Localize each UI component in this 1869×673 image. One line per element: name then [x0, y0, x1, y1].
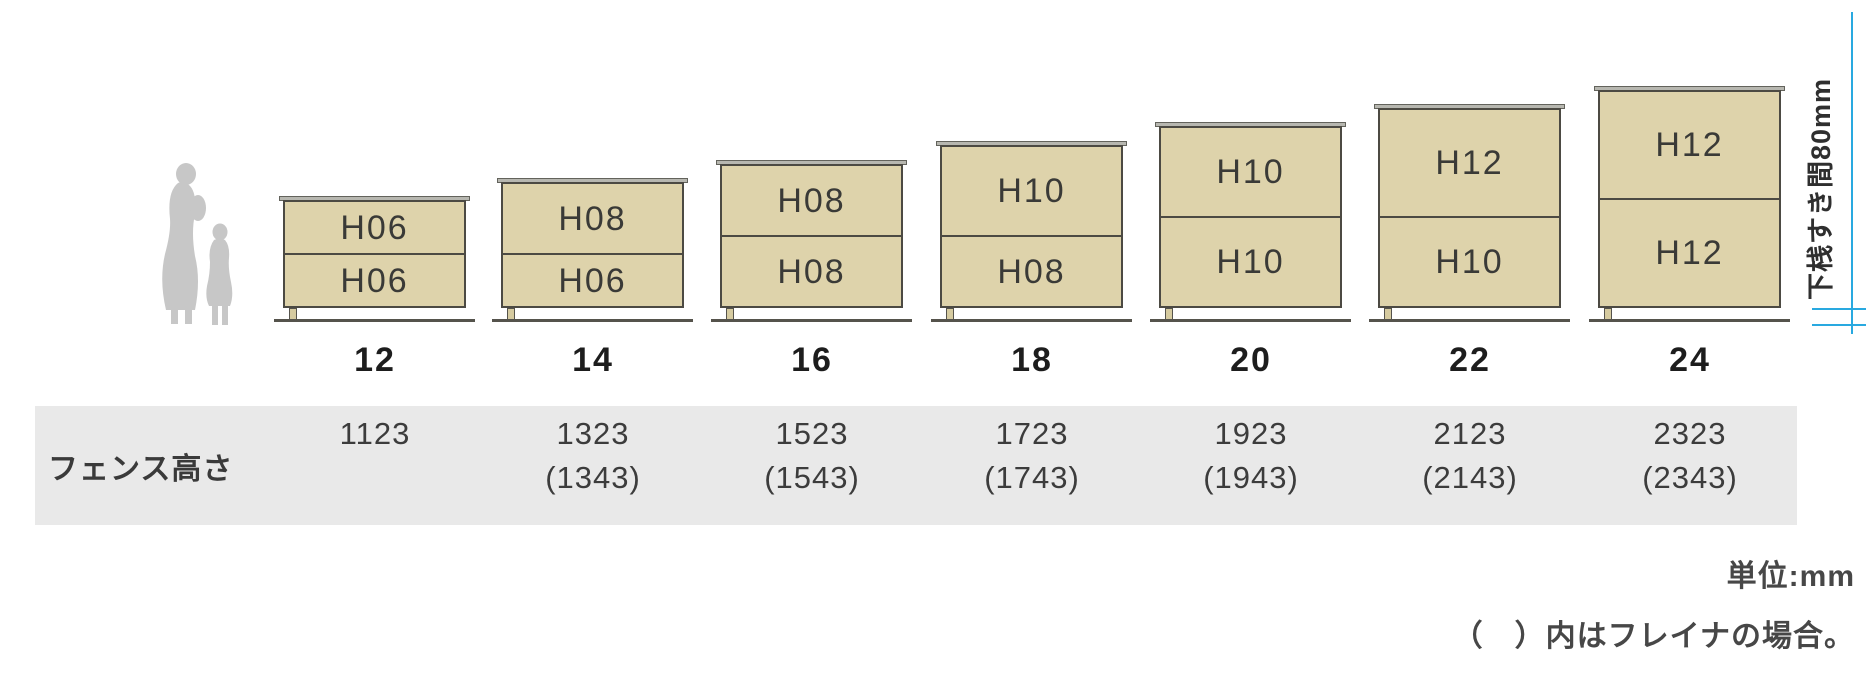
size-label: 14 [572, 341, 614, 379]
child-leg [212, 305, 218, 325]
panel-label: H06 [340, 208, 409, 247]
ground-line [274, 319, 475, 322]
size-label: 18 [1011, 341, 1053, 379]
panel-label: H08 [997, 252, 1066, 291]
ground-line [931, 319, 1132, 322]
fence-panel-lower: H10 [1378, 216, 1561, 308]
ground-line [492, 319, 693, 322]
fence-height-value: 1723(1743) [984, 416, 1080, 496]
adult-leg [185, 309, 192, 324]
child-body [206, 238, 233, 306]
fence-height-value: 2323(2343) [1642, 416, 1738, 496]
fence-panel-upper: H12 [1378, 108, 1561, 218]
adult-leg [171, 309, 178, 324]
dimension-line [1851, 12, 1853, 334]
adult-head [176, 163, 196, 185]
person-silhouette [162, 163, 233, 325]
panel-label: H10 [1216, 243, 1285, 281]
fence-panel-upper: H10 [940, 145, 1123, 237]
fence-panel-upper: H10 [1159, 126, 1342, 218]
panel-label: H08 [777, 181, 846, 220]
fence-panel-lower: H12 [1598, 198, 1781, 308]
ground-line [1369, 319, 1570, 322]
panel-label: H08 [777, 252, 846, 291]
fence-panel-lower: H10 [1159, 216, 1342, 308]
fence-height-value: 1123 [339, 416, 411, 451]
fence-panel-lower: H06 [283, 253, 466, 308]
fence-panel-lower: H08 [940, 235, 1123, 308]
dimension-tick [1812, 324, 1866, 326]
panel-label: H12 [1655, 234, 1724, 272]
panel-label: H12 [1435, 144, 1504, 182]
fence-panel-upper: H08 [501, 182, 684, 255]
table-band [35, 406, 1797, 525]
size-label: 20 [1230, 341, 1272, 379]
adult-bundle [190, 195, 206, 221]
panel-label: H08 [558, 199, 627, 238]
bottom-rail-gap-label: 下桟すき間80mm [1806, 77, 1836, 300]
ground-line [1589, 319, 1790, 322]
fence-height-value: 1323(1343) [545, 416, 641, 496]
ground-line [1150, 319, 1351, 322]
fence-panel-upper: H12 [1598, 90, 1781, 200]
child-leg [222, 305, 228, 325]
fence-height-value: 1923(1943) [1203, 416, 1299, 496]
child-head [212, 223, 228, 241]
panel-label: H06 [558, 261, 627, 300]
fence-panel-lower: H06 [501, 253, 684, 308]
row-label-fence-height: フェンス高さ [48, 452, 234, 486]
panel-label: H10 [1435, 243, 1504, 281]
paren-note: （ ）内はフレイナの場合。 [1452, 620, 1855, 653]
adult-body [162, 181, 198, 310]
size-label: 22 [1449, 341, 1491, 379]
unit-note: 単位:mm [1726, 560, 1855, 593]
fence-panel-upper: H06 [283, 200, 466, 255]
panel-label: H10 [1216, 153, 1285, 191]
ground-line [711, 319, 912, 322]
fence-height-value: 2123(2143) [1422, 416, 1518, 496]
fence-panel-upper: H08 [720, 164, 903, 237]
panel-label: H06 [340, 261, 409, 300]
panel-label: H10 [997, 172, 1066, 210]
size-label: 16 [791, 341, 833, 379]
fence-height-value: 1523(1543) [764, 416, 860, 496]
panel-label: H12 [1655, 126, 1724, 164]
dimension-tick [1812, 308, 1866, 310]
fence-panel-lower: H08 [720, 235, 903, 308]
size-label: 12 [354, 341, 396, 379]
size-label: 24 [1669, 341, 1711, 379]
